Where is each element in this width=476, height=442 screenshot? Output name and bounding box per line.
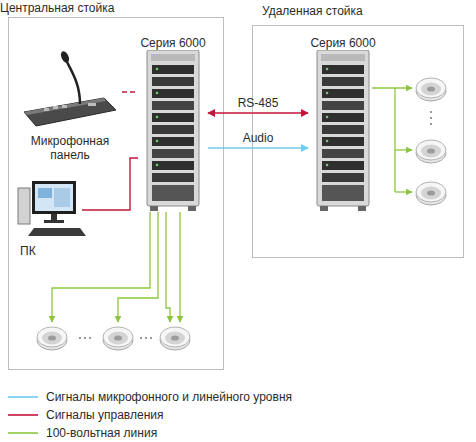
- control-signal-line: [82, 158, 138, 210]
- rack-area: Удаленная стойкаСерия 6000: [252, 0, 464, 258]
- ceiling-speaker: [160, 327, 190, 350]
- ceiling-speaker: [103, 327, 133, 350]
- pc-workstation: ПК: [16, 178, 82, 258]
- audio-signal-sample: [0, 392, 46, 402]
- signal-name: Audio: [243, 131, 274, 145]
- rs485-link: [208, 112, 308, 113]
- hundred-volt-line: [52, 88, 412, 322]
- legend-line: [8, 396, 38, 398]
- rack-unit: Серия 6000: [138, 36, 208, 214]
- node-label: Серия 6000: [138, 36, 208, 50]
- node-label: ПК: [20, 244, 80, 258]
- legend-line: [8, 414, 38, 416]
- area-border: [8, 17, 224, 370]
- ceiling-speaker: [37, 327, 67, 350]
- rack-unit: Серия 6000: [308, 36, 378, 214]
- microphone-panel: Микрофонная панель: [18, 52, 122, 162]
- ceiling-speaker: [416, 78, 446, 101]
- continuation-dots: [79, 111, 432, 339]
- legend-entry: Сигналы микрофонного и линейного уровня: [0, 388, 292, 406]
- control-signal-line: [122, 91, 138, 92]
- legend: Сигналы микрофонного и линейного уровняС…: [0, 388, 292, 442]
- microphone-panel-illustration: [24, 50, 116, 126]
- area-border: [252, 25, 464, 258]
- legend-entry: Сигналы управления: [0, 406, 292, 424]
- node-label: Микрофонная панель: [18, 134, 122, 162]
- pc-illustration: [18, 181, 86, 236]
- control-signal-sample: [0, 410, 46, 420]
- rack-illustration: [317, 50, 369, 211]
- ceiling-speaker: [416, 140, 446, 163]
- node-label: Удаленная стойка: [262, 4, 452, 18]
- hundred-volt-sample: [0, 428, 46, 438]
- signal-name: RS-485: [238, 96, 279, 110]
- legend-line: [8, 432, 38, 434]
- node-label: Серия 6000: [308, 36, 378, 50]
- legend-text: 100-вольтная линия: [46, 426, 157, 440]
- rack-illustration: [147, 50, 199, 211]
- node-label: Центральная стойка: [0, 1, 200, 15]
- legend-text: Сигналы микрофонного и линейного уровня: [46, 390, 292, 404]
- legend-text: Сигналы управления: [46, 408, 163, 422]
- ceiling-speaker: [416, 182, 446, 205]
- rack-area: Центральная стойкаСерия 6000Микрофонная …: [0, 0, 224, 370]
- legend-entry: 100-вольтная линия: [0, 424, 292, 442]
- audio-link: [208, 147, 308, 148]
